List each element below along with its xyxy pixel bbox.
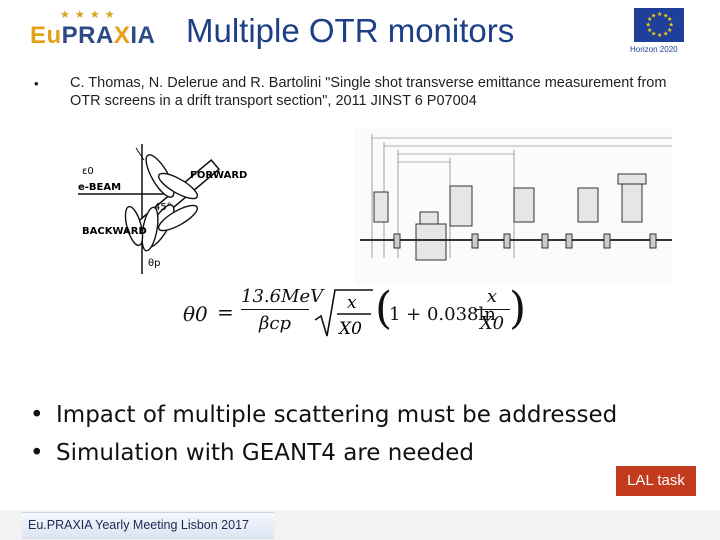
bullet-list: •Impact of multiple scattering must be a… bbox=[30, 396, 617, 472]
close-paren: ) bbox=[509, 283, 527, 334]
otr-emission-diagram: ε0 FORWARD e-BEAM 45° BACKWARD θp bbox=[78, 144, 247, 274]
backward-label: BACKWARD bbox=[82, 226, 147, 237]
svg-text:★: ★ bbox=[651, 13, 656, 20]
svg-text:★: ★ bbox=[667, 16, 672, 23]
bullet-dot: • bbox=[34, 76, 39, 91]
sqrt-denominator: X0 bbox=[337, 319, 362, 339]
europraxia-logo: ★ ★ ★ ★ EuPRAXIA bbox=[30, 8, 160, 52]
svg-text:★: ★ bbox=[657, 32, 662, 39]
formula-fraction: 13.6MeV βcp bbox=[241, 286, 323, 334]
svg-text:★: ★ bbox=[647, 27, 652, 34]
formula-frac2-denominator: X0 bbox=[479, 313, 505, 334]
list-item: •Simulation with GEANT4 are needed bbox=[30, 440, 474, 466]
formula-fraction-2: x X0 bbox=[474, 286, 510, 334]
angle-label: 45° bbox=[154, 202, 172, 213]
beamline-technical-drawing bbox=[354, 128, 672, 286]
footer-box bbox=[22, 512, 274, 539]
reference-citation: C. Thomas, N. Delerue and R. Bartolini "… bbox=[70, 75, 667, 109]
horizon-2020-label: Horizon 2020 bbox=[630, 45, 678, 54]
formula-denominator: βcp bbox=[258, 313, 291, 334]
formula-log-term: 1 + 0.038ln bbox=[389, 304, 496, 325]
formula-lhs: θ0 bbox=[183, 302, 208, 326]
logo-stars-icon: ★ ★ ★ ★ bbox=[60, 9, 116, 21]
slide-title: Multiple OTR monitors bbox=[186, 12, 515, 49]
svg-text:★: ★ bbox=[647, 16, 652, 23]
logo-wordmark: EuPRAXIA bbox=[30, 22, 156, 49]
list-item: •Impact of multiple scattering must be a… bbox=[30, 402, 618, 428]
svg-text:★: ★ bbox=[667, 27, 672, 34]
sqrt-numerator: x bbox=[347, 293, 357, 313]
formula-numerator: 13.6MeV bbox=[241, 286, 323, 310]
svg-text:★: ★ bbox=[669, 22, 674, 29]
scattering-formula: θ0 = 13.6MeV βcp x X0 ( 1 + 0.038ln x X0… bbox=[183, 283, 527, 344]
ebeam-label: e-BEAM bbox=[78, 182, 121, 193]
formula-equals: = bbox=[217, 300, 234, 324]
forward-label: FORWARD bbox=[190, 170, 247, 181]
eu-flag-icon: ★ ★ ★ ★ ★ ★ ★ ★ ★ ★ ★ ★ bbox=[634, 8, 684, 42]
svg-text:★: ★ bbox=[657, 11, 662, 18]
svg-text:★: ★ bbox=[646, 22, 651, 29]
svg-text:★: ★ bbox=[663, 31, 668, 38]
formula-frac2-numerator: x bbox=[474, 286, 510, 310]
eps-label: ε0 bbox=[82, 166, 94, 177]
open-paren: ( bbox=[375, 283, 393, 334]
svg-text:★: ★ bbox=[663, 13, 668, 20]
lal-task-badge: LAL task bbox=[616, 466, 696, 496]
sqrt-symbol: x X0 bbox=[314, 289, 373, 339]
theta-label: θp bbox=[148, 258, 160, 269]
footer-text: Eu.PRAXIA Yearly Meeting Lisbon 2017 bbox=[28, 518, 249, 532]
svg-text:★: ★ bbox=[651, 31, 656, 38]
